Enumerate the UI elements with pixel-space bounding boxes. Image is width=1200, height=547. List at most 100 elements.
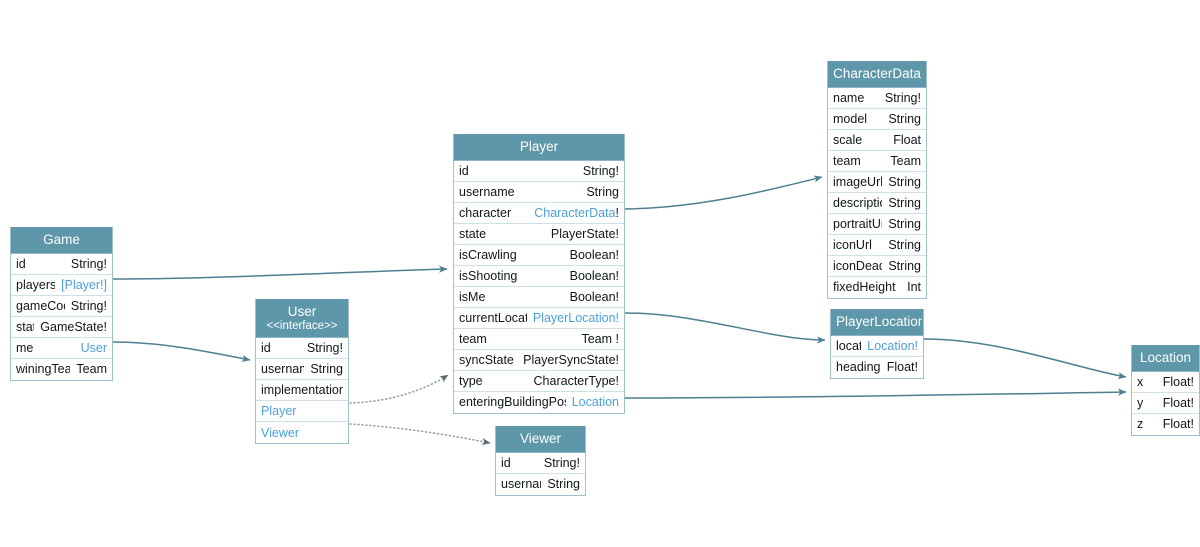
field-name: x — [1137, 374, 1144, 389]
field-name: isCrawling — [459, 247, 517, 262]
field-name: imageUrl — [833, 174, 883, 189]
field-name: iconDeadUrl — [833, 258, 882, 273]
field-row[interactable]: character CharacterData! — [454, 202, 624, 224]
field-type: String! — [306, 341, 343, 356]
field-row[interactable]: state GameState! — [11, 316, 112, 338]
field-name: Player — [261, 404, 297, 419]
field-type: Team — [890, 153, 921, 168]
field-name: username — [459, 184, 515, 199]
edge-user-player-impl — [349, 374, 449, 404]
entity-header-viewer: Viewer — [496, 426, 585, 453]
entity-header-game: Game — [11, 227, 112, 254]
field-name: fixedHeight — [833, 280, 896, 295]
field-name: me — [16, 340, 34, 355]
entity-header-playerlocation: PlayerLocation — [831, 309, 923, 336]
field-name: heading — [836, 360, 881, 375]
field-row[interactable]: gameCodeString! — [11, 295, 112, 317]
entity-header-location: Location — [1132, 345, 1199, 372]
field-type: Float — [893, 132, 921, 147]
field-row[interactable]: name String! — [828, 87, 926, 109]
field-type: String — [888, 111, 921, 126]
field-row[interactable]: x Float! — [1132, 371, 1199, 393]
field-row[interactable]: players [Player!] — [11, 274, 112, 296]
field-name: model — [833, 111, 868, 126]
entity-playerlocation[interactable]: PlayerLocation locationLocation!headingFl… — [830, 309, 924, 379]
field-name: scale — [833, 132, 863, 147]
field-row[interactable]: model String — [828, 108, 926, 130]
field-row[interactable]: username String — [454, 181, 624, 203]
field-type: String! — [884, 90, 921, 105]
field-row[interactable]: currentLocationPlayerLocation! — [454, 307, 624, 329]
field-name: y — [1137, 395, 1144, 410]
entity-name: CharacterData — [833, 66, 921, 81]
field-type: String! — [70, 298, 107, 313]
field-row[interactable]: enteringBuildingPositionLocation — [454, 391, 624, 413]
field-name: character — [459, 205, 512, 220]
field-name: name — [833, 90, 865, 105]
field-row[interactable]: Viewer — [256, 422, 348, 444]
field-name: team — [833, 153, 861, 168]
entity-name: Viewer — [519, 431, 562, 446]
field-name: z — [1137, 417, 1144, 432]
field-row[interactable]: winingTeamTeam — [11, 358, 112, 380]
field-row[interactable]: descriptionString — [828, 192, 926, 214]
field-row[interactable]: portraitUrlString — [828, 213, 926, 235]
edge-player-enteringbuildingposition-to-location — [624, 388, 1127, 399]
entity-stereotype: <<interface>> — [266, 319, 338, 332]
field-name: state — [459, 226, 487, 241]
field-row[interactable]: Player — [256, 401, 348, 423]
entity-name: Player — [519, 139, 559, 154]
field-name: players — [16, 277, 56, 292]
field-type: Float! — [1162, 374, 1194, 389]
field-type: Location! — [867, 338, 918, 353]
field-type: PlayerState! — [550, 226, 619, 241]
field-name: syncState — [459, 352, 514, 367]
field-type: [Player!] — [61, 277, 107, 292]
entity-name: PlayerLocation — [836, 314, 923, 329]
field-row[interactable]: iconDeadUrlString — [828, 255, 926, 277]
field-name: id — [501, 455, 511, 470]
field-name: username — [261, 362, 304, 377]
edge-playerlocation-location-to-location — [923, 338, 1127, 380]
field-type: String — [888, 237, 921, 252]
field-row[interactable]: implementations — [256, 380, 348, 402]
field-row[interactable]: locationLocation! — [831, 335, 923, 357]
field-type: Team — [76, 362, 107, 377]
field-row[interactable]: state PlayerState! — [454, 223, 624, 245]
edge-player-character-to-characterdata — [624, 175, 823, 210]
field-type: String — [586, 184, 619, 199]
field-row[interactable]: team Team — [828, 150, 926, 172]
edge-user-viewer-impl — [349, 423, 491, 445]
field-type: GameState! — [40, 319, 107, 334]
field-type: String — [888, 216, 921, 231]
field-row[interactable]: scale Float — [828, 129, 926, 151]
field-type: CharacterData! — [534, 205, 619, 220]
field-name: description — [833, 195, 882, 210]
entity-user[interactable]: User<<interface>>idString!usernameString… — [255, 299, 349, 445]
field-name: state — [16, 319, 34, 334]
